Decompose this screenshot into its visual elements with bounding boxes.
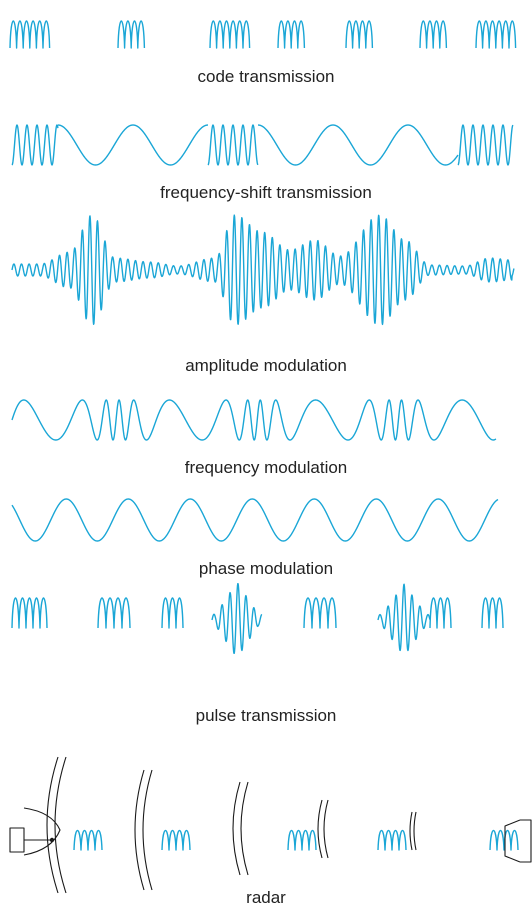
pulse-burst-1 xyxy=(11,597,48,629)
caption-amplitude-modulation: amplitude modulation xyxy=(185,356,347,375)
radar-wavefront-1b xyxy=(54,756,67,894)
pulse-shaped-burst-2 xyxy=(377,583,431,652)
code-burst-1 xyxy=(9,20,51,49)
pulse-burst-3 xyxy=(161,597,184,629)
code-burst-4 xyxy=(277,20,306,49)
radar-wavefront-5a xyxy=(409,811,413,851)
radar-dish-icon xyxy=(23,807,61,856)
fm-signal xyxy=(11,399,497,441)
caption-code-transmission: code transmission xyxy=(197,67,335,86)
radar-wavefront-3a xyxy=(232,781,241,876)
radar-pulse-3 xyxy=(287,829,317,851)
pulse-burst-2 xyxy=(97,597,131,629)
radar-wavefront-3b xyxy=(240,781,249,876)
code-burst-6 xyxy=(419,20,448,49)
caption-frequency-shift-transmission: frequency-shift transmission xyxy=(160,183,372,202)
radar-wavefront-1a xyxy=(46,756,59,894)
am-signal xyxy=(11,214,515,326)
fsk-wave-1 xyxy=(57,124,209,166)
radar-pulse-1 xyxy=(73,829,103,851)
fsk-burst-2 xyxy=(207,124,259,166)
radar-pulse-4 xyxy=(377,829,407,851)
fsk-burst-1 xyxy=(11,124,59,166)
radar-wavefront-2a xyxy=(134,769,145,891)
caption-radar: radar xyxy=(246,888,286,907)
caption-phase-modulation: phase modulation xyxy=(198,559,334,578)
fsk-burst-3 xyxy=(457,124,514,166)
radar-transmitter-box-icon xyxy=(9,827,25,853)
radar-wavefront-5b xyxy=(413,811,417,851)
caption-frequency-modulation: frequency modulation xyxy=(184,458,348,477)
pulse-burst-4 xyxy=(303,597,337,629)
pm-signal xyxy=(11,498,499,542)
radar-wavefront-4a xyxy=(317,799,323,859)
code-burst-7 xyxy=(475,20,517,49)
code-burst-5 xyxy=(345,20,374,49)
radar-pulse-2 xyxy=(161,829,191,851)
pulse-shaped-burst-1 xyxy=(211,582,263,655)
code-burst-3 xyxy=(209,20,251,49)
radar-feed-dot xyxy=(49,837,55,843)
pulse-burst-5 xyxy=(429,597,452,629)
fsk-wave-2 xyxy=(257,124,459,166)
radar-wavefront-2b xyxy=(142,769,153,891)
radar-target-icon xyxy=(504,819,521,863)
radar-pulse-5 xyxy=(489,829,519,851)
caption-pulse-transmission: pulse transmission xyxy=(195,706,337,725)
code-burst-2 xyxy=(117,20,146,49)
radar-target-body xyxy=(520,819,532,863)
pulse-burst-6 xyxy=(481,597,504,629)
radar-wavefront-4b xyxy=(323,799,329,859)
